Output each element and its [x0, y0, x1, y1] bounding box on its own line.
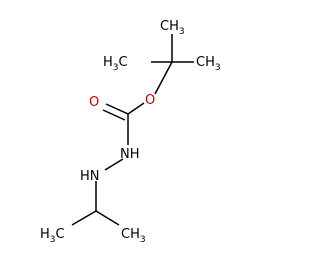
atom-labels: CH3 H3C CH3 O O NH HN H3C CH3 — [40, 19, 221, 245]
atom-nh-lower: HN — [80, 169, 100, 184]
atom-ch3-right: CH3 — [196, 55, 221, 73]
bond-o-ester-to-carbonyl-c — [127, 102, 145, 115]
atom-o-ester: O — [145, 93, 155, 108]
bond-carbonyl-double-2 — [102, 109, 126, 121]
structural-formula-diagram: CH3 H3C CH3 O O NH HN H3C CH3 — [40, 19, 221, 245]
atom-ch3-bottom-left: H3C — [40, 227, 65, 245]
bond-carbonyl-double-1 — [105, 103, 129, 115]
bond-isopropyl-to-ch3-left — [71, 210, 97, 226]
bond-nh-to-hn — [104, 158, 124, 171]
atom-ch3-top: CH3 — [160, 19, 185, 37]
atom-nh-upper: NH — [120, 147, 140, 162]
molecule-drawing: CH3 H3C CH3 O O NH HN H3C CH3 — [40, 19, 221, 245]
atom-ch3-left: H3C — [103, 55, 128, 73]
bond-isopropyl-to-ch3-right — [95, 210, 120, 226]
bonds — [71, 34, 194, 226]
atom-o-carbonyl: O — [89, 95, 99, 110]
atom-ch3-bottom-right: CH3 — [121, 227, 146, 245]
bond-quaternary-to-o-ester — [154, 61, 173, 95]
